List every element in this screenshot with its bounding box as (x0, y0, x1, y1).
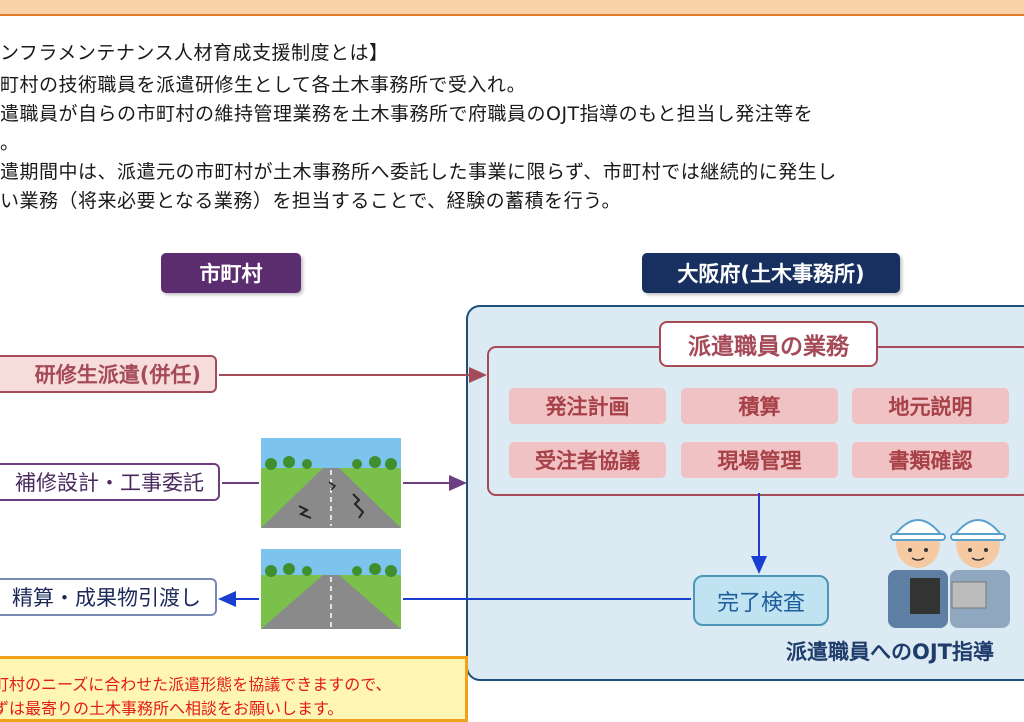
ojt-guidance-label: 派遣職員へのOJT指導 (786, 640, 994, 664)
intro-line-1: 町村の技術職員を派遣研修生として各土木事務所で受入れ。 (0, 74, 527, 96)
workers-illustration (888, 519, 1010, 628)
notice-line-2: ずは最寄りの土木事務所へ相談をお願いします。 (0, 699, 344, 718)
intro-line-5: い業務（将来必要となる業務）を担当することで、経験の蓄積を行う。 (0, 190, 621, 212)
osaka-header: 大阪府(土木事務所) (642, 253, 900, 293)
repaired-road-image (261, 549, 401, 629)
duty-estimation: 積算 (681, 388, 838, 424)
notice-box: 町村のニーズに合わせた派遣形態を協議できますので、 ずは最寄りの土木事務所へ相談… (0, 656, 468, 722)
notice-line-1: 町村のニーズに合わせた派遣形態を協議できますので、 (0, 675, 392, 694)
completion-inspection-box: 完了検査 (693, 575, 829, 626)
intro-line-3: 。 (0, 132, 20, 154)
settlement-box: 精算・成果物引渡し (0, 578, 217, 616)
title-bar (0, 0, 1024, 16)
repair-design-box: 補修設計・工事委託 (0, 463, 220, 501)
intro-line-2: 遣職員が自らの市町村の維持管理業務を土木事務所で府職員のOJT指導のもと担当し発… (0, 103, 814, 125)
flow-arrows (218, 367, 767, 607)
duty-contractor-consultation: 受注者協議 (509, 442, 666, 478)
intro-line-4: 遣期間中は、派遣元の市町村が土木事務所へ委託した事業に限らず、市町村では継続的に… (0, 161, 837, 183)
intro-heading: ンフラメンテナンス人材育成支援制度とは】 (0, 42, 389, 64)
municipality-header: 市町村 (161, 253, 301, 293)
damaged-road-image (261, 438, 401, 528)
duties-title: 派遣職員の業務 (659, 321, 878, 367)
duty-document-check: 書類確認 (852, 442, 1009, 478)
duty-local-explanation: 地元説明 (852, 388, 1009, 424)
dispatch-trainee-box: 研修生派遣(併任) (0, 355, 217, 393)
duty-site-management: 現場管理 (681, 442, 838, 478)
duty-ordering-plan: 発注計画 (509, 388, 666, 424)
